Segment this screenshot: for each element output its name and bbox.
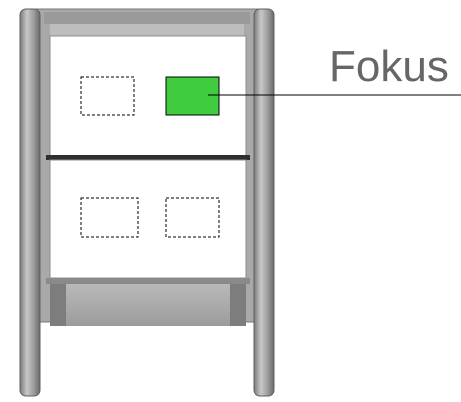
- top-header-bar: [44, 12, 250, 36]
- slot-lower-right: [165, 197, 220, 238]
- slot-upper-left: [80, 76, 135, 116]
- callout-label: Fokus: [329, 42, 449, 91]
- slot-lower-left: [80, 197, 139, 238]
- left-post: [19, 8, 41, 397]
- bottom-base: [46, 278, 250, 326]
- panel-divider: [46, 155, 250, 160]
- slot-upper-right-focused: [165, 76, 220, 116]
- right-post: [253, 8, 275, 397]
